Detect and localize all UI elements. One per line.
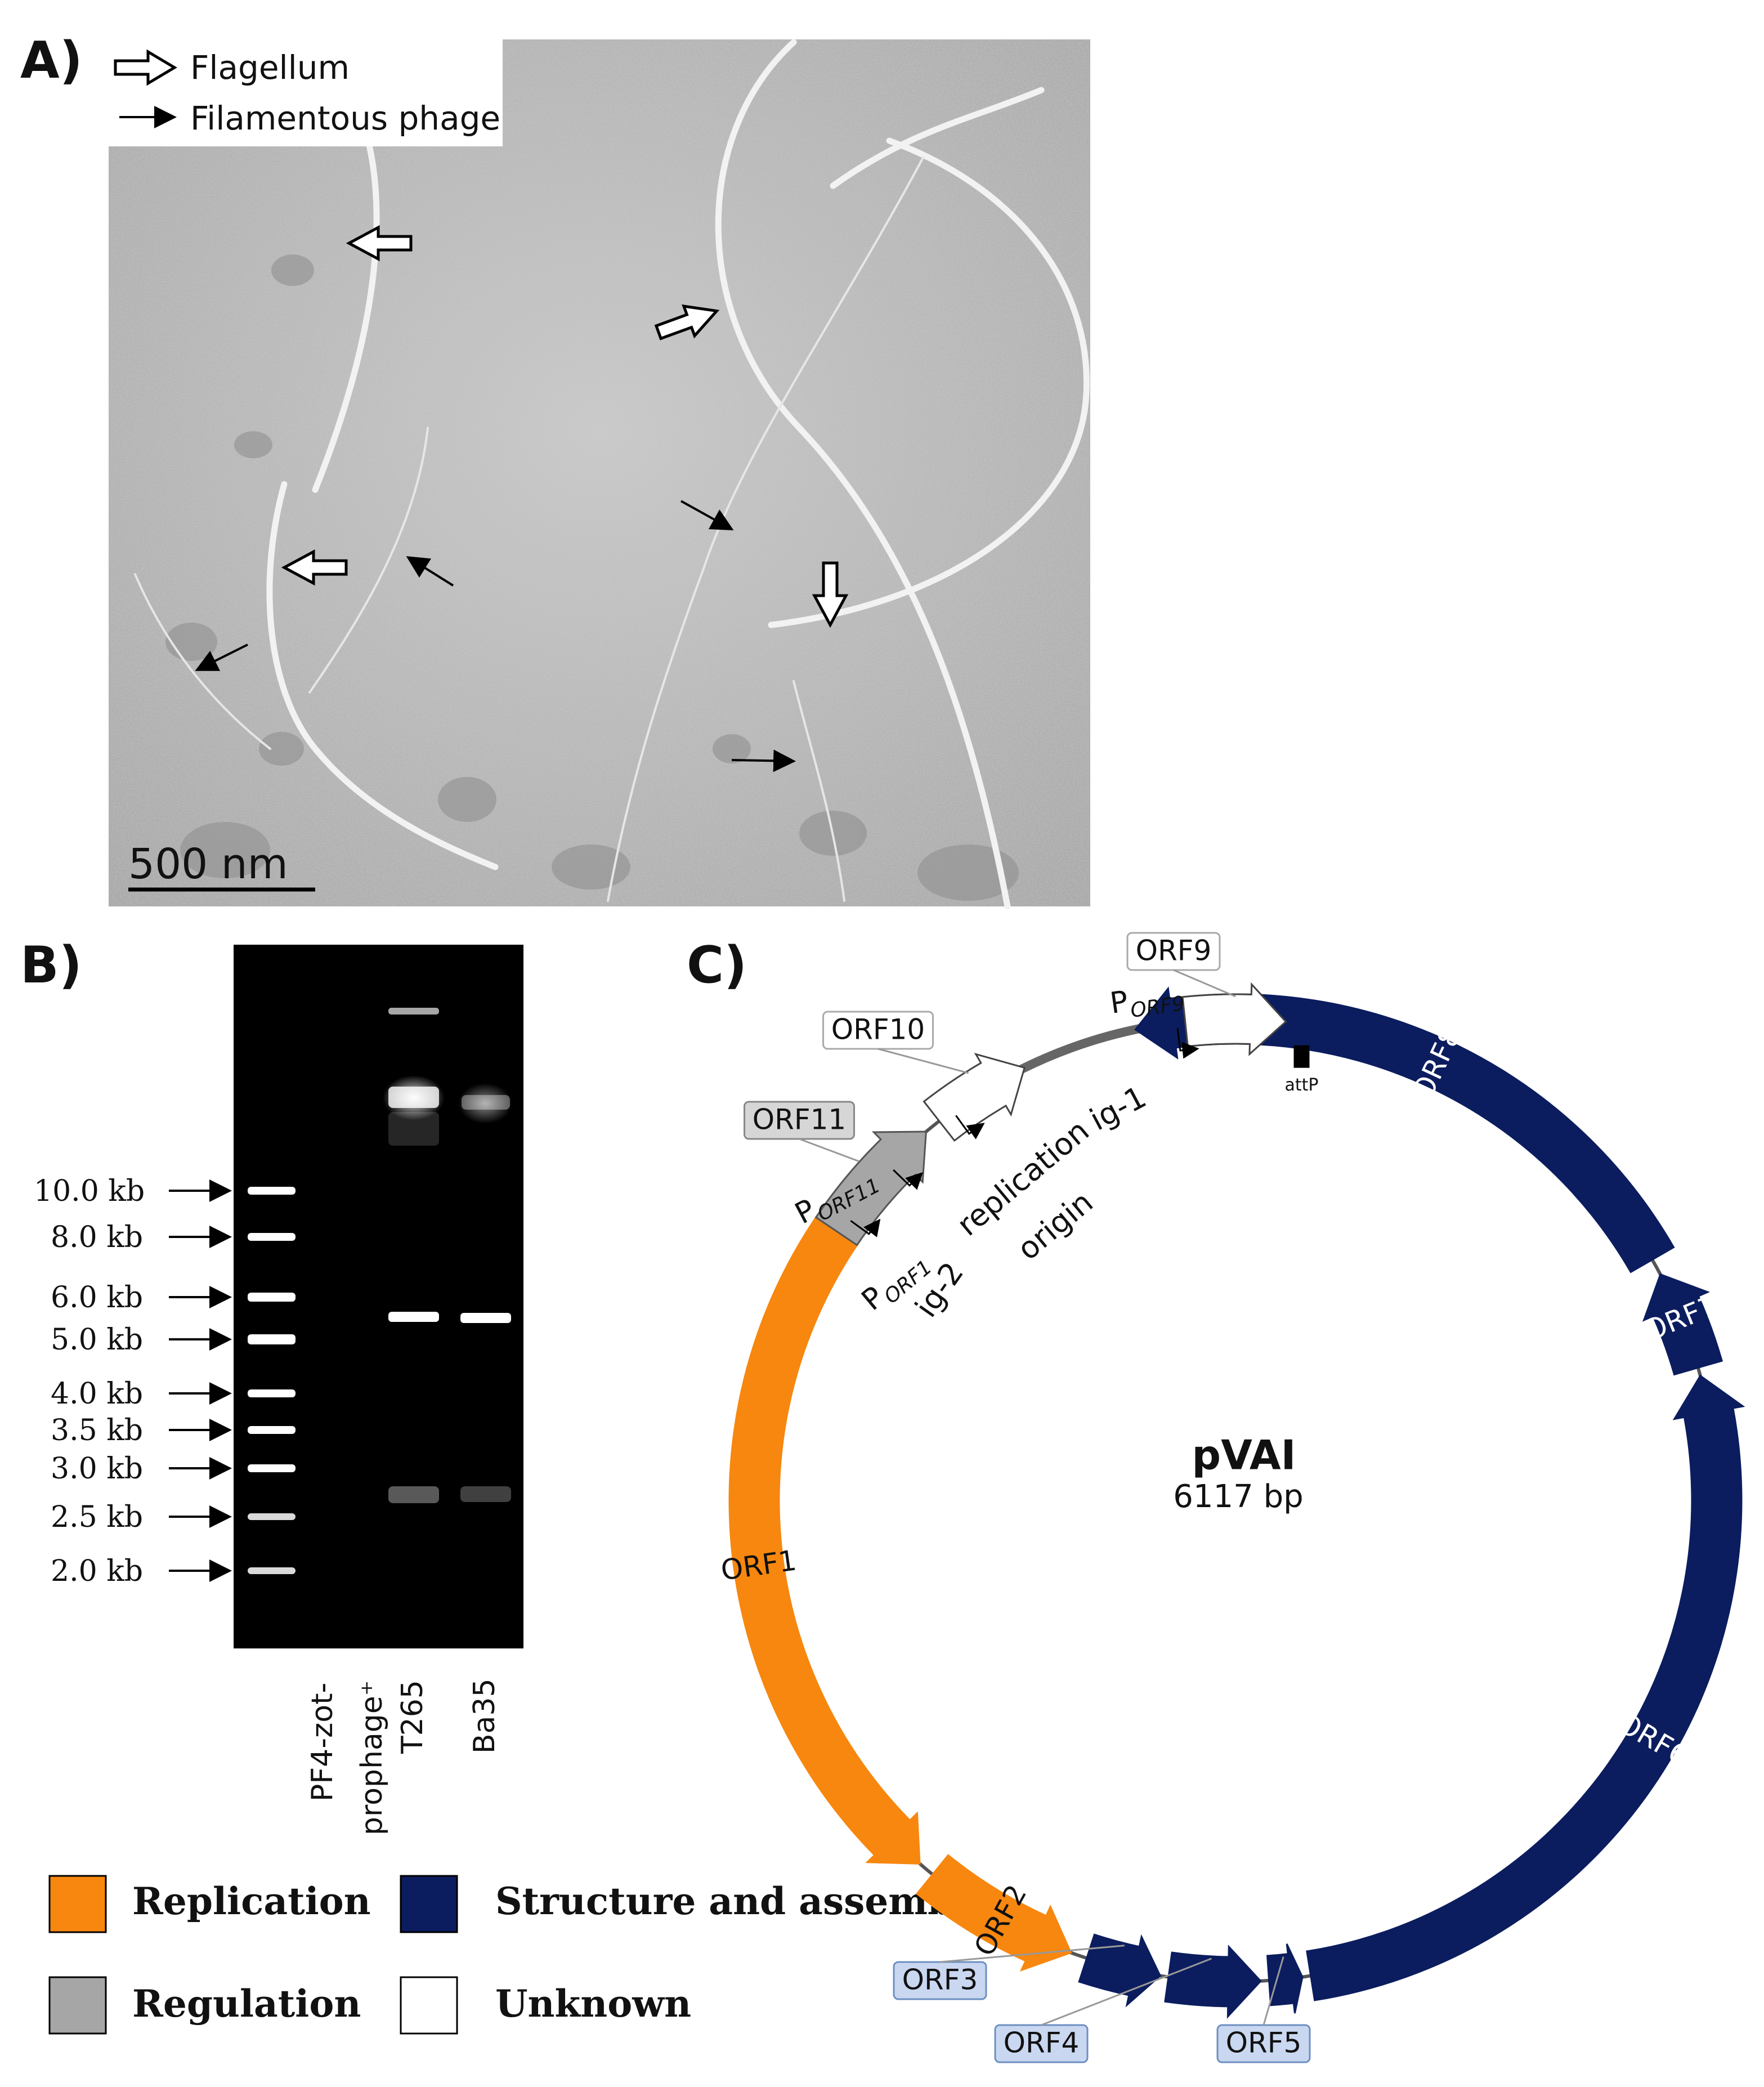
orf3-label: ORF3 bbox=[902, 1964, 978, 1996]
legend-swatch-regulation bbox=[48, 1976, 107, 2035]
legend-structure: Structure and assembly bbox=[495, 1879, 990, 1923]
promoter-orf11-hook bbox=[850, 1218, 881, 1237]
panel-c-label: C) bbox=[687, 936, 747, 995]
plasmid-size: 6117 bp bbox=[1173, 1478, 1303, 1515]
lane-label-ba35: Ba35 bbox=[468, 1678, 502, 1754]
panel-c: C) ORF1ORF2ORF7ORF6ORF8ORF9ORF10ORF11ORF… bbox=[687, 932, 1745, 2063]
ladder-label: 3.5 kb bbox=[51, 1414, 143, 1447]
legend-swatch-replication bbox=[48, 1875, 107, 1933]
ig-1-label: ig-1 bbox=[1084, 1079, 1152, 1138]
ladder-label: 10.0 kb bbox=[34, 1174, 145, 1208]
orf3-arrow bbox=[1078, 1933, 1162, 2008]
orf10-leader bbox=[877, 1048, 969, 1074]
orf4-label: ORF4 bbox=[1004, 2027, 1080, 2059]
em-micrograph: 500 nm bbox=[109, 39, 1090, 910]
attp-label: attP bbox=[1285, 1075, 1319, 1095]
promoter-orf9-label: P bbox=[1108, 985, 1130, 1021]
scale-bar-label: 500 nm bbox=[128, 840, 288, 888]
ladder-bands bbox=[248, 1187, 296, 1574]
orf10-label: ORF10 bbox=[831, 1013, 925, 1046]
promoter-orf1-hook bbox=[893, 1169, 923, 1190]
ladder-label: 4.0 kb bbox=[51, 1377, 143, 1411]
legend-phage: Filamentous phage bbox=[190, 99, 500, 137]
attp-marker bbox=[1293, 1045, 1310, 1068]
lane-label-pf4-line2: prophage⁺ bbox=[355, 1681, 389, 1835]
debris bbox=[165, 254, 1019, 901]
flagellum-markers bbox=[281, 225, 849, 628]
phage-markers bbox=[195, 500, 796, 772]
ladder-label: 5.0 kb bbox=[51, 1323, 143, 1357]
replication-origin-hook bbox=[955, 1115, 985, 1139]
plasmid-map: ORF1ORF2ORF7ORF6ORF8ORF9ORF10ORF11ORF3OR… bbox=[719, 932, 1745, 2063]
orf11-label: ORF11 bbox=[753, 1103, 846, 1136]
orf9-arrow bbox=[1181, 982, 1287, 1056]
lane-label-t265: T265 bbox=[396, 1680, 429, 1754]
panel-a: A) bbox=[20, 31, 1090, 910]
hollow-arrow-icon bbox=[114, 49, 177, 86]
panel-b-label: B) bbox=[20, 936, 82, 995]
orf9-label: ORF9 bbox=[1136, 935, 1212, 967]
ladder-label: 8.0 kb bbox=[51, 1221, 143, 1254]
orf10-arrow bbox=[923, 1053, 1026, 1142]
orf5-leader bbox=[1262, 1956, 1284, 2026]
sample-bands bbox=[383, 1008, 512, 1503]
orf3-leader bbox=[939, 1945, 1125, 1963]
legend-flagellum: Flagellum bbox=[190, 48, 350, 87]
orf11-leader bbox=[799, 1138, 859, 1163]
orf9-leader bbox=[1173, 969, 1236, 998]
phage-filaments bbox=[134, 157, 924, 902]
orf6-arrow bbox=[1306, 1374, 1745, 2001]
ladder-label: 2.0 kb bbox=[51, 1554, 143, 1588]
legend-swatch-unknown bbox=[400, 1976, 458, 2035]
legend-replication: Replication bbox=[132, 1879, 371, 1923]
ladder-arrows bbox=[169, 1179, 232, 1582]
function-legend: Replication Regulation Structure and ass… bbox=[48, 1875, 990, 2035]
orf4-leader bbox=[1041, 1958, 1212, 2026]
orf2-arrow bbox=[916, 1854, 1072, 1972]
panel-a-legend: Flagellum Filamentous phage bbox=[109, 39, 503, 146]
orf1-arrow bbox=[728, 1147, 921, 1865]
orf4-arrow bbox=[1164, 1945, 1262, 2019]
plasmid-name: pVAI bbox=[1192, 1432, 1296, 1479]
orf5-label: ORF5 bbox=[1226, 2027, 1302, 2059]
legend-regulation: Regulation bbox=[132, 1982, 361, 2026]
promoter-orf9-hook bbox=[1176, 1028, 1199, 1059]
panel-b: B) bbox=[20, 936, 523, 1835]
ladder-labels: 10.0 kb 8.0 kb 6.0 kb 5.0 kb 4.0 kb 3.5 … bbox=[34, 1174, 145, 1588]
legend-unknown: Unknown bbox=[495, 1982, 691, 2026]
orf7-arrow bbox=[1642, 1273, 1723, 1376]
legend-swatch-structure bbox=[400, 1875, 458, 1933]
panel-a-label: A) bbox=[20, 31, 83, 90]
ladder-label: 6.0 kb bbox=[51, 1281, 143, 1315]
lane-label-pf4-line1: PF4-zot- bbox=[306, 1683, 339, 1802]
ladder-label: 3.0 kb bbox=[51, 1452, 143, 1486]
ladder-label: 2.5 kb bbox=[51, 1500, 143, 1534]
lane-labels: PF4-zot- prophage⁺ T265 Ba35 bbox=[306, 1678, 502, 1835]
orf5-arrow bbox=[1266, 1943, 1304, 2014]
gel-image bbox=[234, 945, 523, 1648]
